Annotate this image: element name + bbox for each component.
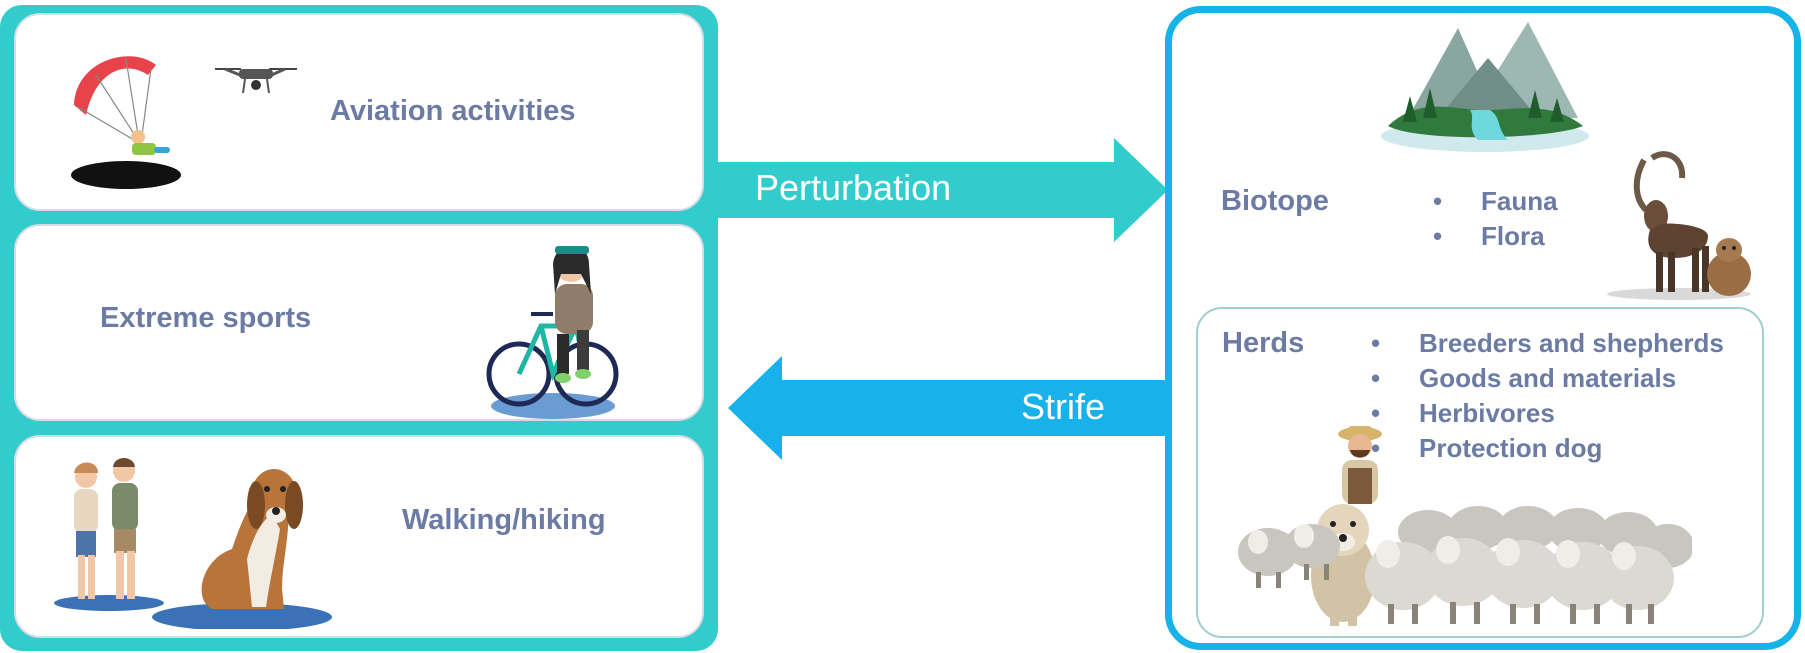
perturbation-label: Perturbation — [755, 167, 952, 208]
activity-label-walking: Walking/hiking — [402, 504, 606, 536]
herds-list: Breeders and shepherds Goods and materia… — [1371, 326, 1724, 466]
marmot-icon — [1707, 238, 1751, 296]
biotope-item-fauna: Fauna — [1433, 184, 1558, 219]
herds-title: Herds — [1222, 327, 1305, 359]
activity-label-aviation: Aviation activities — [330, 95, 576, 127]
herds-item-breeders: Breeders and shepherds — [1371, 326, 1724, 361]
ibex-icon — [1607, 151, 1751, 300]
mountain-valley-icon — [1381, 22, 1589, 152]
cyclist-icon — [486, 246, 619, 419]
strife-arrow — [728, 356, 1170, 460]
activity-card-extreme-sports: Extreme sports — [14, 224, 704, 421]
strife-label: Strife — [1021, 386, 1106, 427]
biotope-item-flora: Flora — [1433, 219, 1558, 254]
herds-item-goods: Goods and materials — [1371, 361, 1724, 396]
perturbation-arrow — [716, 138, 1168, 242]
activity-card-walking: Walking/hiking — [14, 435, 704, 638]
paraglider-icon — [71, 56, 181, 189]
hikers-icon — [54, 458, 164, 611]
biotope-title: Biotope — [1221, 185, 1329, 217]
dog-icon — [152, 469, 332, 629]
activity-label-extreme-sports: Extreme sports — [100, 302, 312, 334]
herds-item-herbivores: Herbivores — [1371, 396, 1724, 431]
drone-icon — [215, 67, 297, 94]
herds-item-protection-dog: Protection dog — [1371, 431, 1724, 466]
biotope-list: Fauna Flora — [1433, 184, 1558, 254]
activity-card-aviation: Aviation activities — [14, 13, 704, 211]
shepherd-icon — [1338, 426, 1382, 504]
sheep-flock-icon — [1238, 506, 1692, 624]
